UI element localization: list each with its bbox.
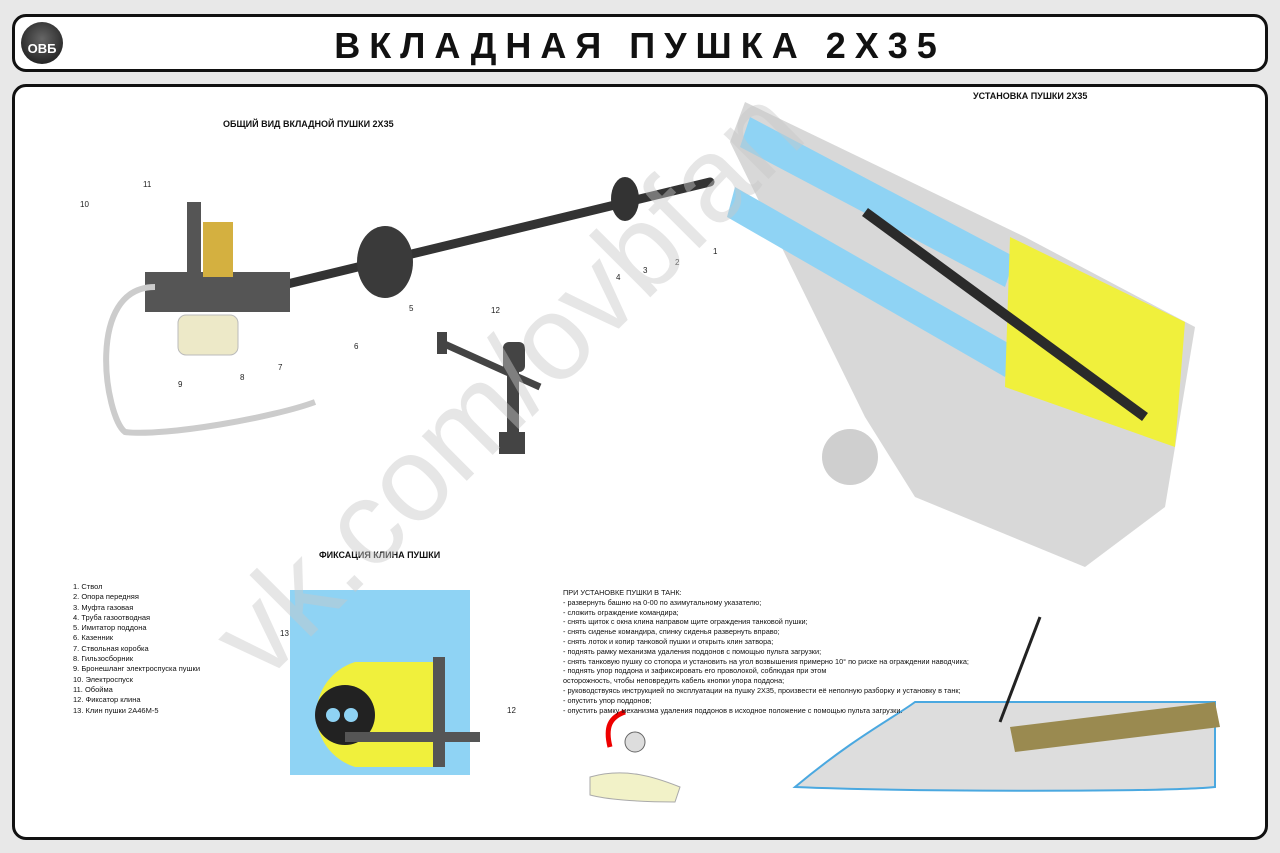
- legend-item: 3. Муфта газовая: [73, 602, 134, 612]
- instruction-step: - снять сиденье командира, спинку сидень…: [563, 627, 780, 637]
- callout-4: 4: [616, 273, 621, 282]
- legend-item: 9. Бронешланг электроспуска пушки: [73, 664, 201, 674]
- callout-1: 1: [713, 247, 718, 256]
- instruction-step: - снять щиток с окна клина направом щите…: [563, 617, 808, 627]
- legend-item: 2. Опора передняя: [73, 592, 139, 602]
- logo: ОВБ: [21, 22, 63, 64]
- legend-item: 7. Ствольная коробка: [73, 643, 149, 653]
- instruction-step: - развернуть башню на 0-00 по азимутальн…: [563, 597, 762, 607]
- callout-6: 6: [354, 342, 359, 351]
- instruction-step: - поднять упор поддона и зафиксировать е…: [563, 666, 827, 676]
- installation-instructions: ПРИ УСТАНОВКЕ ПУШКИ В ТАНК: - развернуть…: [563, 588, 1003, 715]
- gun-general-view: [103, 177, 715, 454]
- instruction-step: - руководствуясь инструкцией по эксплуат…: [563, 685, 961, 695]
- installation-cutaway: [727, 102, 1195, 567]
- pallet-stop-diagram: [589, 709, 681, 803]
- header: ОВБ ВКЛАДНАЯ ПУШКА 2Х35: [12, 14, 1268, 72]
- legend-item: 1. Ствол: [73, 582, 103, 591]
- callout-3: 3: [643, 266, 648, 275]
- instructions-title: ПРИ УСТАНОВКЕ ПУШКИ В ТАНК:: [563, 588, 682, 597]
- page-title: ВКЛАДНАЯ ПУШКА 2Х35: [334, 25, 946, 66]
- callout-numbers: 1 2 3 4 5 6 7 8 9 10 11 12 13 12: [80, 180, 718, 715]
- legend-item: 11. Обойма: [73, 684, 113, 694]
- legend-item: 10. Электроспуск: [73, 674, 133, 684]
- parts-legend: 1. Ствол 2. Опора передняя 3. Муфта газо…: [73, 582, 200, 716]
- legend-item: 5. Имитатор поддона: [73, 623, 147, 633]
- instruction-step: - опустить рамку механизма удаления подд…: [563, 705, 903, 715]
- poster-panel: ОБЩИЙ ВИД ВКЛАДНОЙ ПУШКИ 2Х35 УСТАНОВКА …: [12, 84, 1268, 840]
- instruction-step: - снять танковую пушку со стопора и уста…: [563, 656, 969, 666]
- legend-item: 12. Фиксатор клина: [73, 695, 141, 705]
- callout-10: 10: [80, 200, 89, 209]
- callout-5: 5: [409, 304, 414, 313]
- legend-item: 6. Казенник: [73, 633, 114, 643]
- legend-item: 8. Гильзосборник: [73, 654, 133, 664]
- wedge-fix-heading: ФИКСАЦИЯ КЛИНА ПУШКИ: [319, 550, 441, 560]
- tank-turret-diagram: [792, 616, 1220, 792]
- wedge-fixer-part: [437, 332, 542, 454]
- instruction-step: - поднять рамку механизма удаления поддо…: [563, 646, 822, 656]
- callout-7: 7: [278, 363, 283, 372]
- callout-2: 2: [675, 258, 680, 267]
- instruction-step: - опустить упор поддонов;: [563, 695, 652, 705]
- callout-8: 8: [240, 373, 245, 382]
- installation-heading: УСТАНОВКА ПУШКИ 2Х35: [973, 91, 1088, 101]
- illustrations: 1 2 3 4 5 6 7 8 9 10 11 12 13 12: [80, 102, 1220, 803]
- instruction-step: - сложить ограждение командира;: [563, 607, 679, 617]
- callout-12: 12: [491, 306, 500, 315]
- callout-11: 11: [143, 180, 152, 189]
- callout-13: 13: [280, 629, 289, 638]
- instruction-step: осторожность, чтобы неповредить кабель к…: [563, 676, 785, 686]
- general-view-heading: ОБЩИЙ ВИД ВКЛАДНОЙ ПУШКИ 2Х35: [223, 119, 394, 129]
- callout-12b: 12: [507, 706, 516, 715]
- logo-text: ОВБ: [27, 41, 57, 56]
- legend-item: 13. Клин пушки 2А46М-5: [73, 705, 159, 715]
- instruction-step: - снять лоток и копир танковой пушки и о…: [563, 636, 774, 646]
- legend-item: 4. Труба газоотводная: [73, 612, 151, 622]
- wedge-fix-diagram: [290, 590, 480, 775]
- callout-9: 9: [178, 380, 183, 389]
